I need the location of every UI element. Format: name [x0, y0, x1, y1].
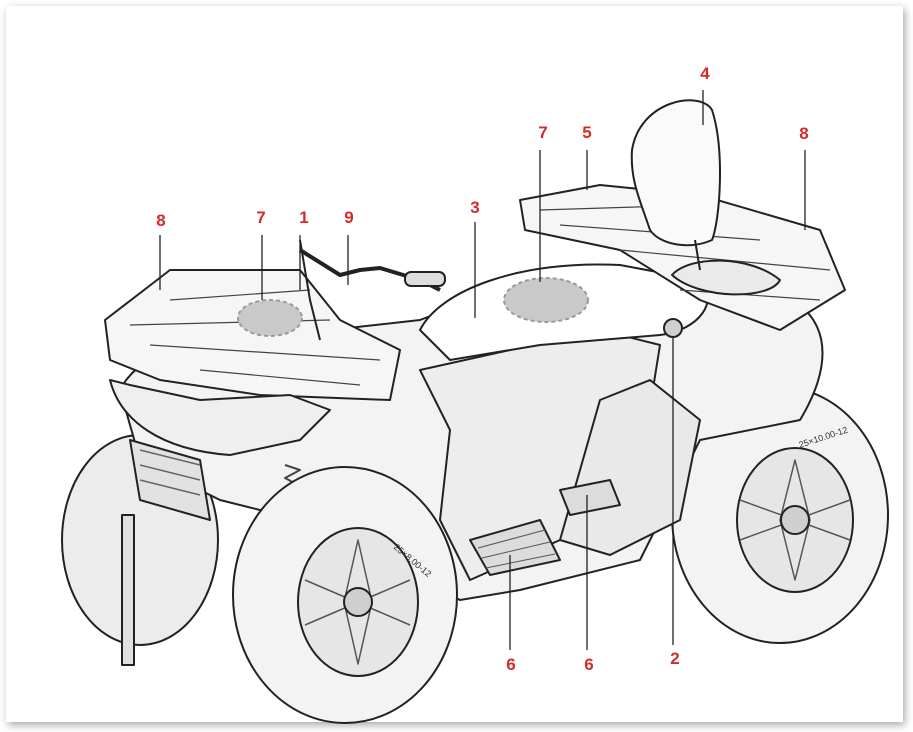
callout-item-2: 2 — [670, 649, 680, 668]
footrest-right — [559, 479, 621, 516]
front-rack — [104, 269, 401, 401]
backrest — [630, 99, 721, 247]
callout-rear-storage: 7 — [538, 123, 548, 142]
callout-item-9: 9 — [344, 208, 354, 227]
callout-front-rack: 8 — [156, 211, 166, 230]
callout-footrest-right: 6 — [584, 655, 594, 674]
callout-front-storage: 7 — [256, 208, 266, 227]
callout-footrest-left: 6 — [506, 655, 516, 674]
front-storage-highlight — [237, 299, 303, 337]
callout-rear-rack: 8 — [799, 124, 809, 143]
footrest-left — [469, 519, 561, 576]
callout-seat: 3 — [470, 198, 480, 217]
fuel-cap — [663, 318, 683, 338]
callout-item-1: 1 — [299, 208, 309, 227]
callout-item-5: 5 — [582, 123, 592, 142]
winch-post — [121, 514, 135, 666]
callout-backrest: 4 — [700, 64, 710, 83]
rear-storage-highlight — [503, 277, 589, 323]
